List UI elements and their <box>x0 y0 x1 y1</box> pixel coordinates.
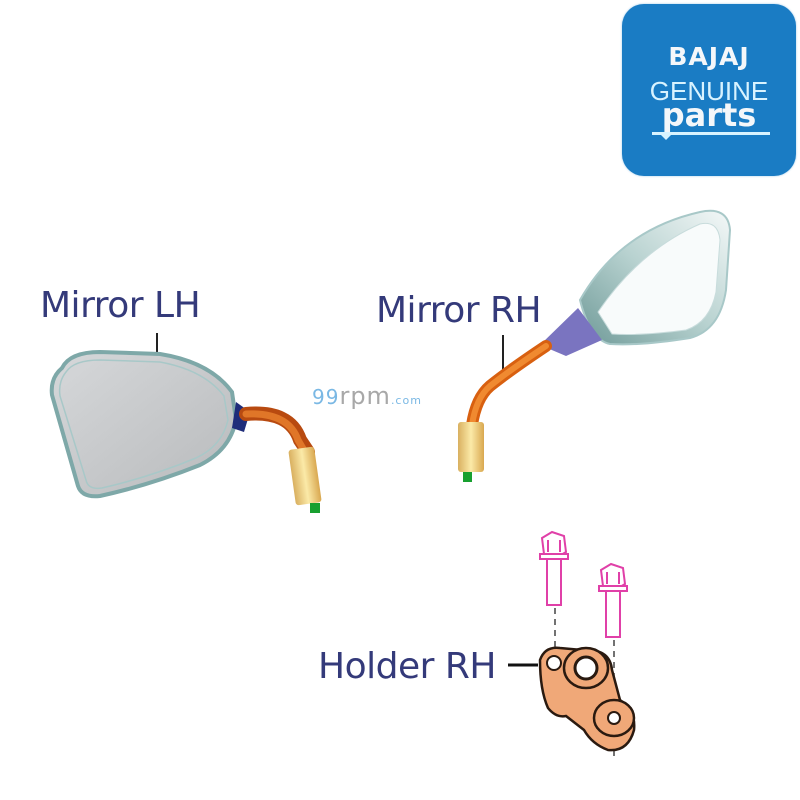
logo-arrow-icon <box>660 134 672 140</box>
watermark-prefix: 99 <box>312 385 340 409</box>
bolt-right <box>598 562 628 638</box>
watermark-suffix: .com <box>390 394 422 407</box>
bajaj-genuine-parts-logo: BAJAJ GENUINE parts <box>622 4 796 176</box>
label-mirror-rh: Mirror RH <box>376 290 542 331</box>
label-mirror-lh: Mirror LH <box>40 285 201 326</box>
logo-parts: parts <box>661 96 757 134</box>
watermark: 99rpm.com <box>312 384 422 408</box>
bolt-left <box>539 530 569 606</box>
mirror-rh <box>458 209 732 482</box>
holder-rh <box>508 646 636 752</box>
logo-genuine: GENUINE <box>649 76 769 106</box>
label-holder-rh: Holder RH <box>318 646 496 687</box>
mirror-lh <box>49 333 322 513</box>
watermark-main: rpm <box>339 382 391 410</box>
logo-brand: BAJAJ <box>668 42 750 71</box>
logo-underline <box>652 132 770 135</box>
